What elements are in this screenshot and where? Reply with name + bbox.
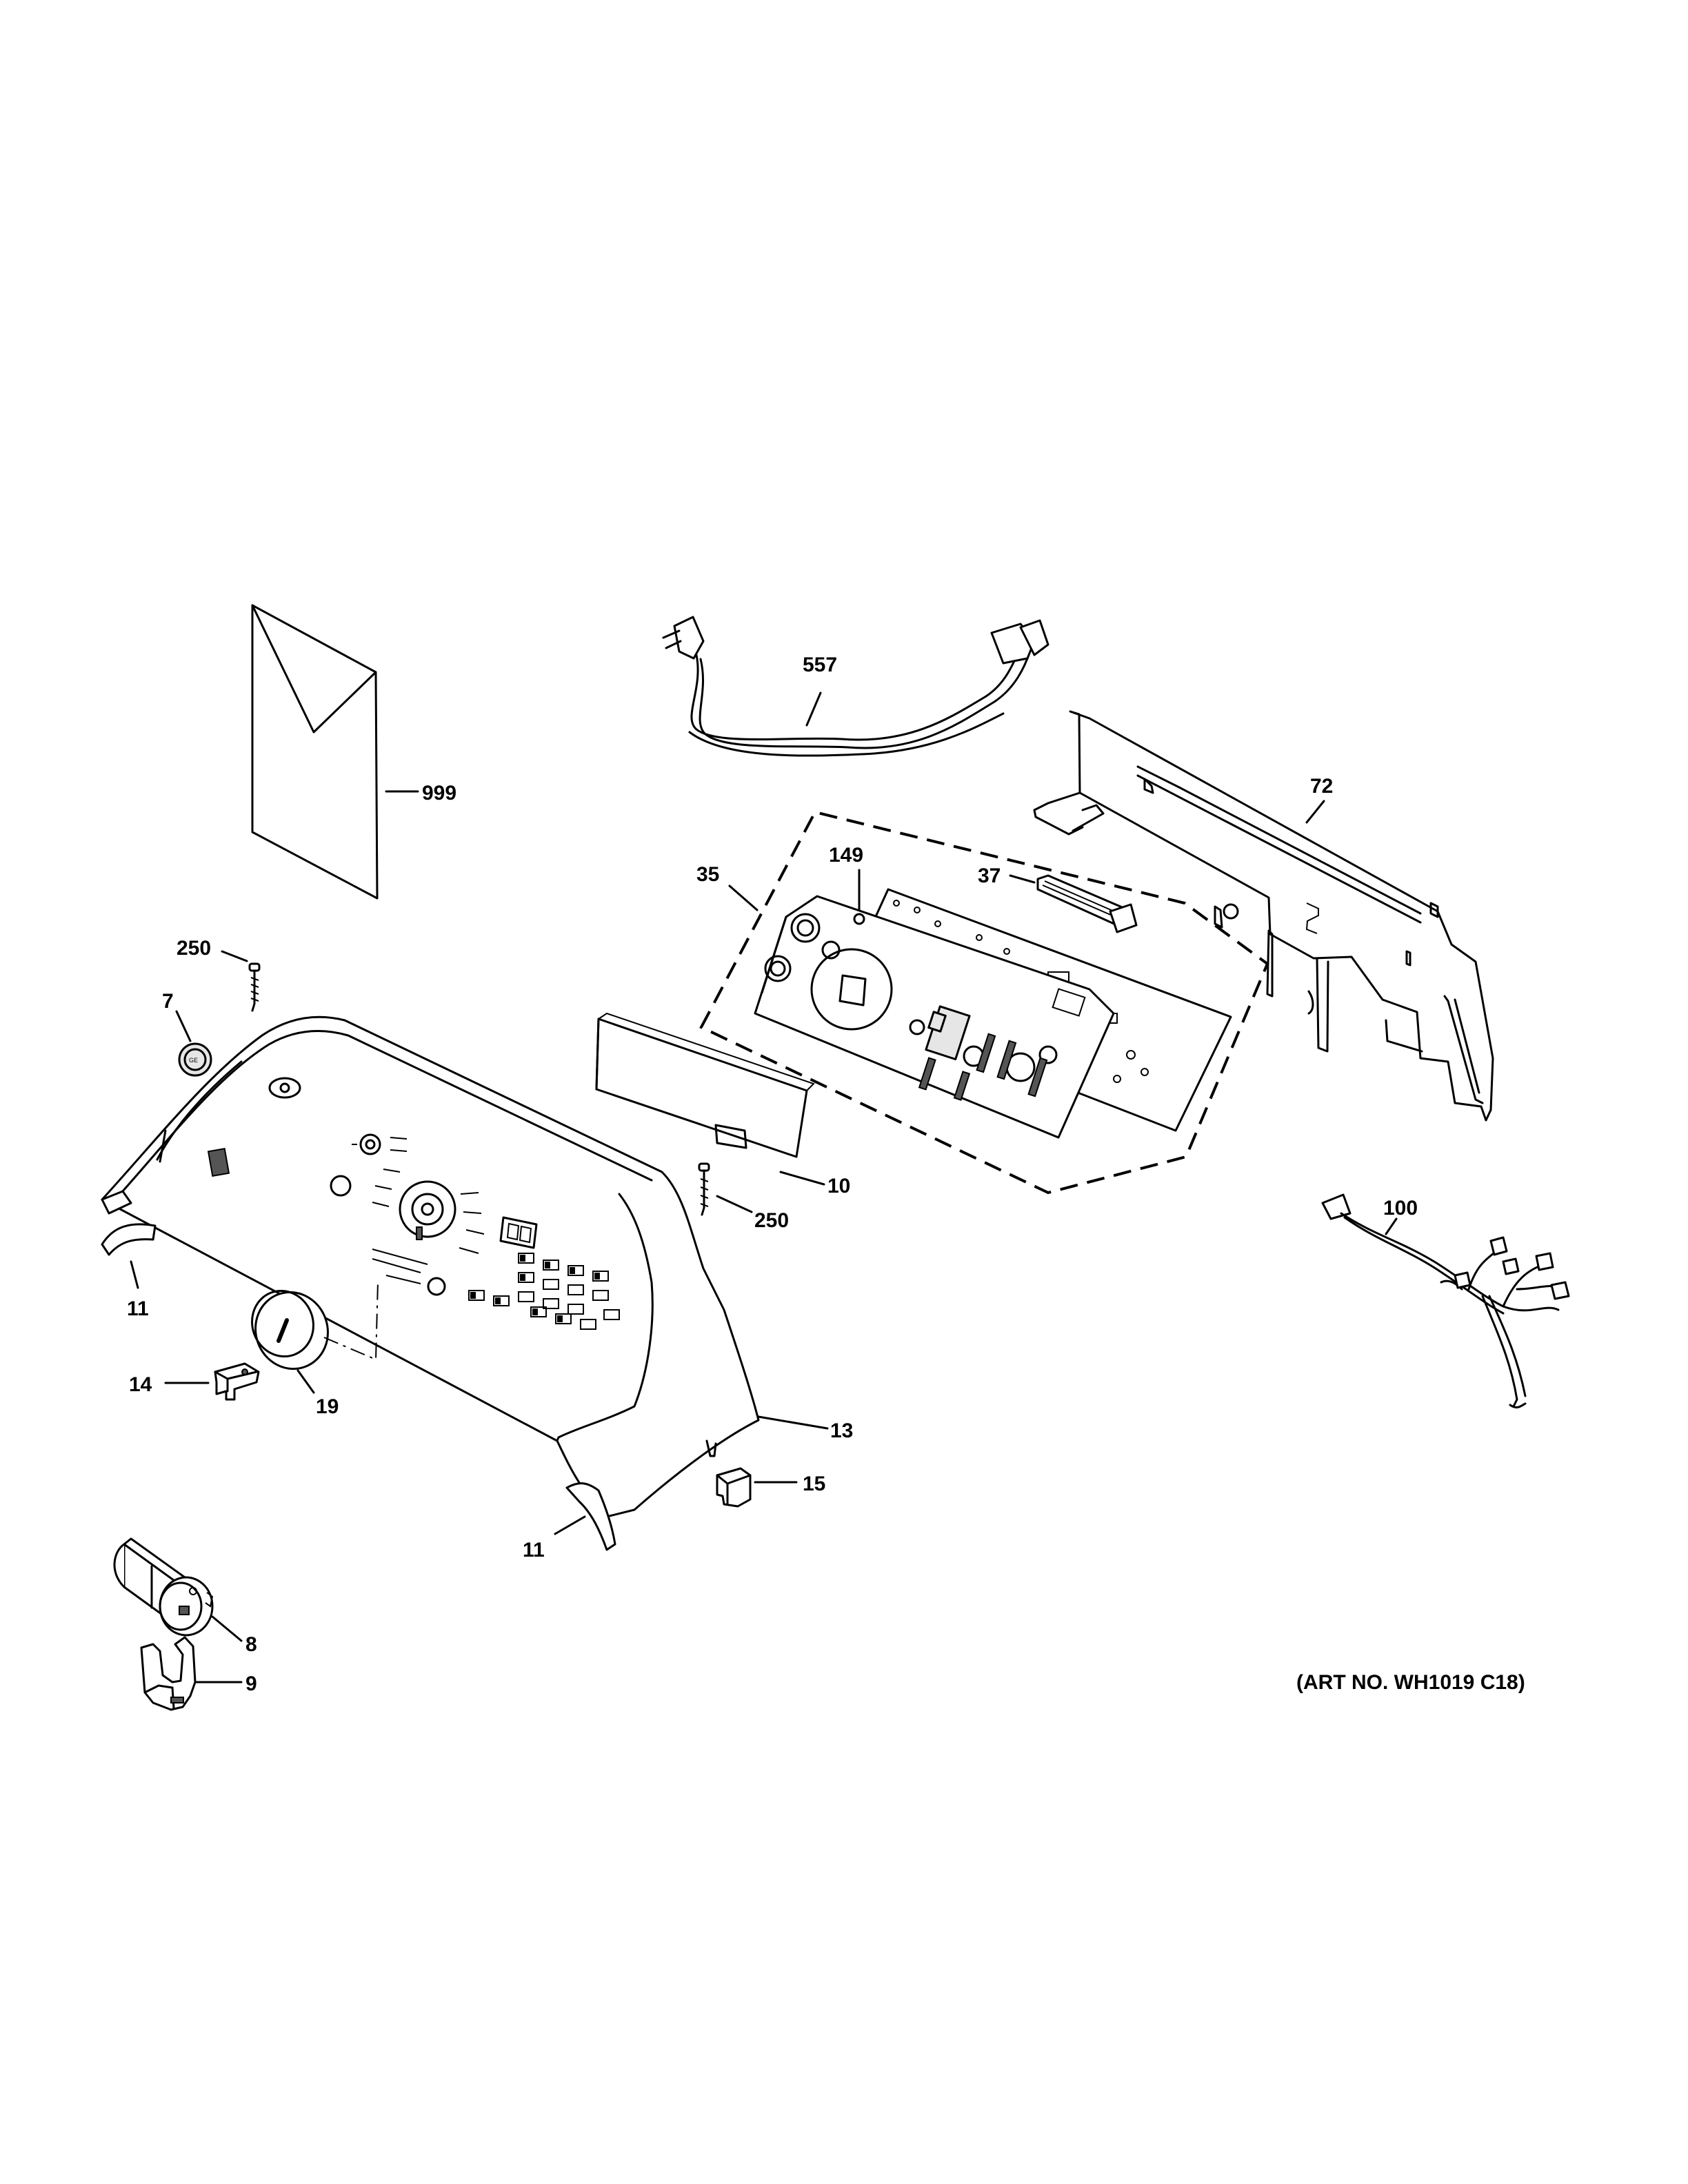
callout-11-upper[interactable]: 11 [127,1297,149,1320]
leader-13 [757,1415,829,1430]
callout-9[interactable]: 9 [245,1672,257,1695]
callout-100[interactable]: 100 [1383,1197,1418,1220]
part-72-mounting-bracket[interactable] [1033,710,1494,1122]
callout-13[interactable]: 13 [830,1419,853,1442]
callout-999[interactable]: 999 [422,782,456,805]
part-250-screw-lower[interactable] [698,1162,710,1216]
leader-11-lower [554,1515,586,1535]
callout-557[interactable]: 557 [803,654,837,676]
leader-35 [728,884,758,911]
part-7-badge[interactable]: GE [178,1042,212,1077]
part-100-wire-harness[interactable] [1321,1193,1570,1408]
art-number: (ART NO. WH1019 C18) [1296,1671,1525,1694]
leader-250-lower [716,1195,753,1213]
assembly-35-boundary [699,810,1269,1195]
leader-11-upper [130,1260,139,1289]
callout-15[interactable]: 15 [803,1473,825,1495]
part-11-trim-cap-upper[interactable] [101,1223,157,1256]
part-8-capacitor[interactable] [113,1537,214,1637]
part-250-screw-upper[interactable] [248,962,261,1012]
leader-250-upper [221,950,248,962]
callout-37[interactable]: 37 [978,865,1001,887]
callout-10[interactable]: 10 [827,1175,850,1197]
part-13-control-panel[interactable] [101,1015,760,1518]
leader-100 [1385,1217,1398,1235]
callout-72[interactable]: 72 [1310,775,1333,798]
part-15-end-cap-right[interactable] [716,1467,752,1508]
callout-250-lower[interactable]: 250 [754,1209,789,1232]
part-37-ribbon-harness[interactable] [1036,874,1138,933]
callout-250-upper[interactable]: 250 [177,937,211,960]
callout-35[interactable]: 35 [696,863,719,886]
svg-text:GE: GE [189,1057,198,1064]
leader-37 [1009,874,1036,884]
callout-8[interactable]: 8 [245,1633,257,1656]
part-19-knob[interactable] [243,1282,339,1379]
leader-7 [175,1010,192,1042]
part-149-clip[interactable] [853,913,865,925]
part-14-end-cap-left[interactable] [214,1362,260,1401]
part-35-control-board[interactable] [754,888,1232,1139]
part-557-power-cord[interactable] [662,616,1049,757]
callout-149[interactable]: 149 [829,844,863,867]
callout-14[interactable]: 14 [129,1373,152,1396]
part-9-capacitor-clamp[interactable] [140,1636,197,1711]
part-999-envelope[interactable] [251,604,419,900]
leader-10 [779,1171,825,1186]
callout-19[interactable]: 19 [316,1395,339,1418]
knob-axis-line [323,1282,379,1361]
callout-7[interactable]: 7 [162,990,174,1013]
part-10-overlay[interactable] [595,1012,815,1158]
leader-8 [211,1615,243,1642]
part-11-trim-cap-lower[interactable] [565,1482,616,1551]
leader-19 [297,1369,315,1394]
leader-72 [1305,800,1325,824]
callout-11-lower[interactable]: 11 [523,1539,545,1561]
